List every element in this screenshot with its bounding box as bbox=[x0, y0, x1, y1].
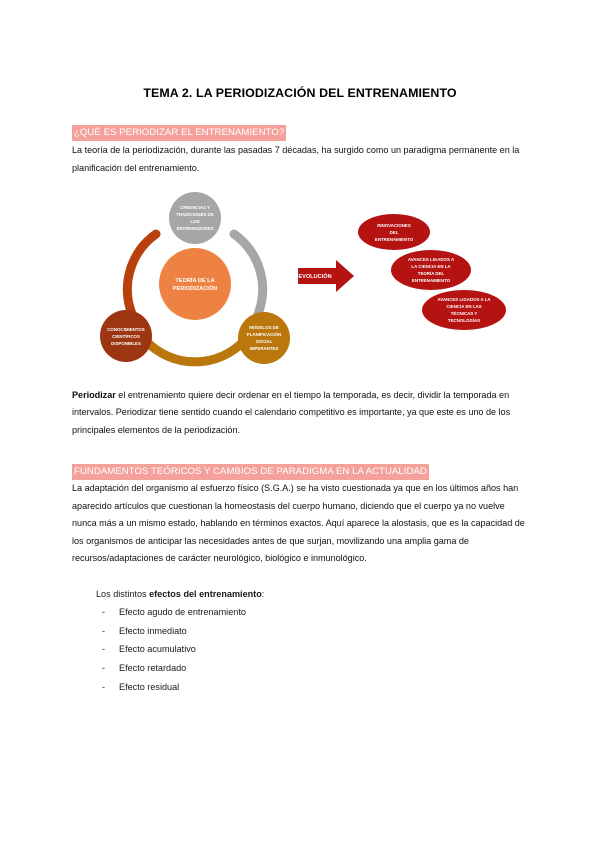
list-item-label: Efecto agudo de entrenamiento bbox=[119, 607, 246, 618]
periodization-diagram: TEORÍA DE LA PERIODIZACIÓN CREENCIAS Y T… bbox=[74, 186, 526, 382]
ring-arcs bbox=[122, 229, 268, 367]
outcome-innovaciones-line-2: DEL bbox=[390, 230, 399, 235]
outcome-avances-teoria-line-1: AVANCES LIGADOS A bbox=[408, 257, 455, 262]
list-item: - Efecto agudo de entrenamiento bbox=[72, 603, 528, 622]
section-heading-label: ¿QUÉ ES PERIODIZAR EL ENTRENAMIENTO? bbox=[72, 124, 287, 141]
satellite-modelos-line-1: MODELOS DE bbox=[249, 325, 279, 330]
outcome-innovaciones-line-3: ENTRENAMIENTO bbox=[375, 237, 414, 242]
outcome-avances-teoria-line-3: TEORÍA DEL bbox=[418, 271, 445, 276]
effects-list-intro: Los distintos efectos del entrenamiento: bbox=[72, 568, 528, 603]
effects-intro-bold: efectos del entrenamiento bbox=[149, 588, 262, 599]
evolution-arrow-label: EVOLUCIÓN bbox=[298, 272, 331, 280]
list-item-label: Efecto acumulativo bbox=[119, 644, 196, 655]
satellite-conocimientos-line-1: CONOCIMIENTOS bbox=[107, 327, 145, 332]
satellite-conocimientos-line-3: DISPONIBLES bbox=[111, 341, 141, 346]
outcome-ellipse-avances-tecnicas bbox=[422, 290, 506, 330]
satellite-modelos-line-3: SOCIAL bbox=[256, 339, 273, 344]
list-item: - Efecto inmediato bbox=[72, 622, 528, 641]
ring-arc-left bbox=[122, 229, 161, 319]
ring-arc-right bbox=[229, 229, 268, 319]
list-marker: - bbox=[102, 644, 106, 655]
satellite-creencias-line-3: LOS bbox=[190, 219, 199, 224]
center-circle bbox=[159, 248, 231, 320]
outcome-avances-tecnicas: AVANCES LIGADOS A LA CIENCIA EN LAS TÉCN… bbox=[422, 290, 506, 330]
outcome-avances-teoria-line-2: LA CIENCIA EN LA bbox=[411, 264, 451, 269]
satellite-circle-conocimientos bbox=[100, 310, 152, 362]
satellite-creencias-line-4: ENTRENADORES bbox=[177, 226, 214, 231]
section-paragraph-que-es-periodizar: La teoría de la periodización, durante l… bbox=[72, 145, 520, 173]
paragraph-periodizar-lead: Periodizar bbox=[72, 389, 116, 400]
outcome-avances-tecnicas-line-1: AVANCES LIGADOS A LA bbox=[437, 297, 491, 302]
satellite-modelos-line-4: IMPERANTES bbox=[250, 346, 279, 351]
center-circle-line-1: TEORÍA DE LA bbox=[175, 276, 214, 284]
list-item-label: Efecto residual bbox=[119, 681, 180, 692]
list-item-label: Efecto inmediato bbox=[119, 625, 187, 636]
satellite-circle-creencias bbox=[169, 192, 221, 244]
outcome-avances-teoria: AVANCES LIGADOS A LA CIENCIA EN LA TEORÍ… bbox=[391, 250, 471, 290]
list-marker: - bbox=[102, 625, 106, 636]
outcome-ellipse-innovaciones bbox=[358, 214, 430, 250]
section-heading-label-2: FUNDAMENTOS TEÓRICOS Y CAMBIOS DE PARADI… bbox=[72, 464, 429, 480]
list-marker: - bbox=[102, 607, 106, 618]
list-item-label: Efecto retardado bbox=[119, 663, 187, 674]
evolution-arrow: EVOLUCIÓN bbox=[298, 260, 354, 292]
satellite-creencias-tradiciones: CREENCIAS Y TRADICIONES DE LOS ENTRENADO… bbox=[169, 192, 221, 244]
section-heading-que-es-periodizar: ¿QUÉ ES PERIODIZAR EL ENTRENAMIENTO? bbox=[72, 100, 528, 141]
outcome-avances-tecnicas-line-4: TECNOLOGÍAS bbox=[448, 318, 480, 323]
satellite-conocimientos-line-2: CIENTÍFICOS bbox=[112, 334, 140, 339]
ring-arc-bottom bbox=[141, 336, 249, 367]
page-title: TEMA 2. LA PERIODIZACIÓN DEL ENTRENAMIEN… bbox=[143, 86, 457, 100]
paragraph-periodizar-rest: el entrenamiento quiere decir ordenar en… bbox=[72, 389, 511, 435]
outcome-avances-teoria-line-4: ENTRENAMIENTO bbox=[412, 278, 451, 283]
satellite-circle-modelos bbox=[238, 312, 290, 364]
satellite-modelos-planificacion: MODELOS DE PLANIFICACIÓN SOCIAL IMPERANT… bbox=[238, 312, 290, 364]
list-item: - Efecto acumulativo bbox=[72, 640, 528, 659]
evolution-arrow-shape bbox=[298, 260, 354, 292]
satellite-modelos-line-2: PLANIFICACIÓN bbox=[247, 332, 281, 337]
effects-intro-prefix: Los distintos bbox=[96, 588, 150, 599]
list-marker: - bbox=[102, 663, 106, 674]
section-paragraph-fundamentos-teoricos: La adaptación del organismo al esfuerzo … bbox=[72, 483, 525, 564]
paragraph-periodizar: Periodizar el entrenamiento quiere decir… bbox=[72, 383, 528, 439]
center-node-teoria-periodizacion: TEORÍA DE LA PERIODIZACIÓN bbox=[159, 248, 231, 320]
outcome-innovaciones-line-1: INNOVACIONES bbox=[377, 223, 411, 228]
list-marker: - bbox=[102, 681, 106, 692]
list-item: - Efecto residual bbox=[72, 678, 528, 697]
satellite-creencias-line-2: TRADICIONES DE bbox=[176, 212, 214, 217]
satellite-conocimientos-cientificos: CONOCIMIENTOS CIENTÍFICOS DISPONIBLES bbox=[100, 310, 152, 362]
center-circle-line-2: PERIODIZACIÓN bbox=[173, 284, 217, 292]
section-heading-fundamentos-teoricos: FUNDAMENTOS TEÓRICOS Y CAMBIOS DE PARADI… bbox=[72, 439, 528, 480]
list-item: - Efecto retardado bbox=[72, 659, 528, 678]
outcome-innovaciones: INNOVACIONES DEL ENTRENAMIENTO bbox=[358, 214, 430, 250]
effects-intro-suffix: : bbox=[261, 588, 265, 599]
effects-list: - Efecto agudo de entrenamiento - Efecto i… bbox=[72, 603, 528, 696]
outcome-avances-tecnicas-line-3: TÉCNICAS Y bbox=[451, 311, 478, 316]
outcome-avances-tecnicas-line-2: CIENCIA EN LAS bbox=[446, 304, 481, 309]
satellite-creencias-line-1: CREENCIAS Y bbox=[180, 205, 210, 210]
outcome-ellipse-avances-teoria bbox=[391, 250, 471, 290]
